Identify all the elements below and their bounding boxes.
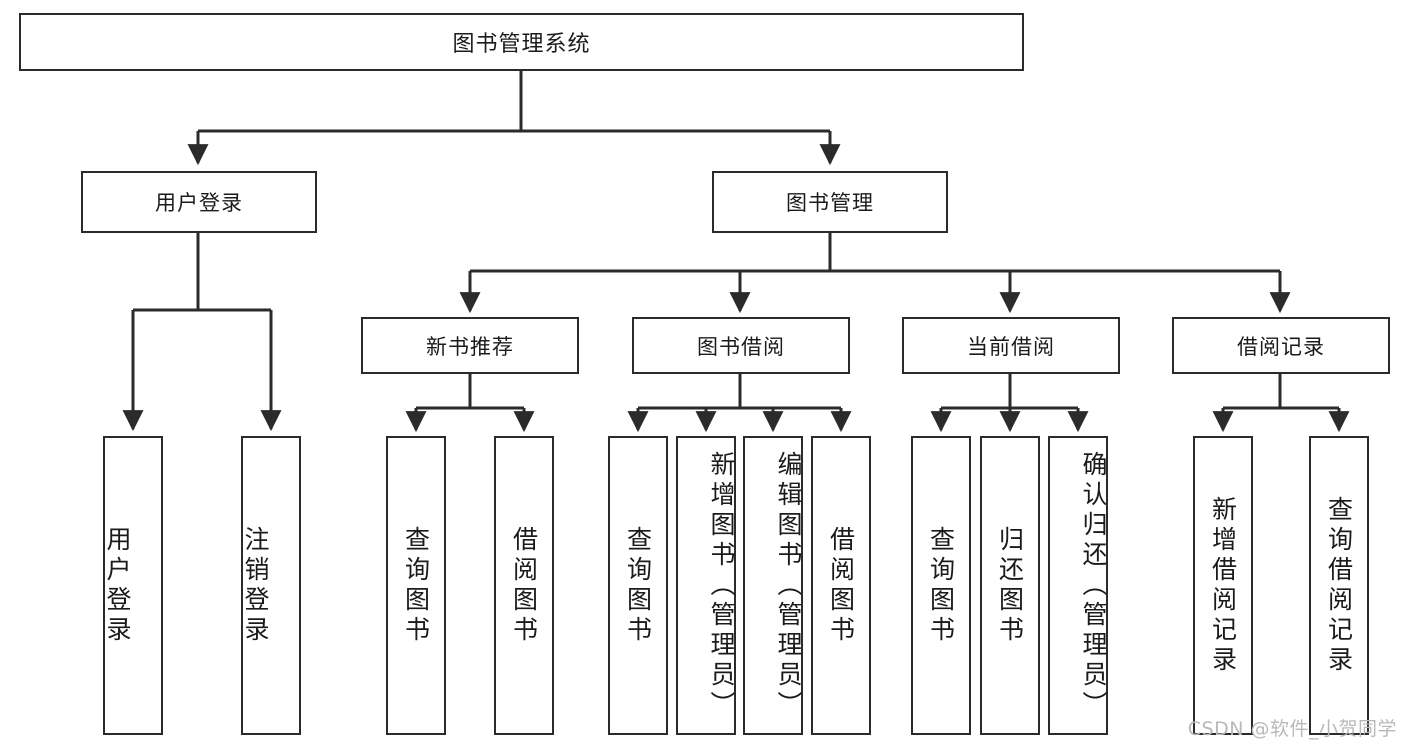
leaf-book-borrow-edit-book-admin[interactable]: 编辑图书（管理员） [743,436,803,735]
node-label: 注销登录 [241,525,270,646]
leaf-book-borrow-query-book[interactable]: 查询图书 [608,436,668,735]
node-label: 图书借阅 [697,334,785,359]
leaf-current-borrow-return-book[interactable]: 归还图书 [980,436,1040,735]
node-label: 查询图书 [623,525,653,646]
node-user-login[interactable]: 用户登录 [81,171,317,233]
node-label: 借阅图书 [509,525,539,646]
node-label: 当前借阅 [967,334,1055,359]
node-root-book-management-system[interactable]: 图书管理系统 [19,13,1024,71]
node-label: 图书管理系统 [452,32,591,57]
leaf-user-login-logout[interactable]: 注销登录 [241,436,301,735]
node-borrow-record[interactable]: 借阅记录 [1172,317,1390,374]
node-label: 确认归还（管理员） [1079,450,1108,721]
node-label: 查询借阅记录 [1324,495,1354,676]
leaf-new-book-borrow-book[interactable]: 借阅图书 [494,436,554,735]
leaf-new-book-query-book[interactable]: 查询图书 [386,436,446,735]
leaf-book-borrow-borrow-book[interactable]: 借阅图书 [811,436,871,735]
leaf-current-borrow-query-book[interactable]: 查询图书 [911,436,971,735]
leaf-borrow-record-add-record[interactable]: 新增借阅记录 [1193,436,1253,735]
leaf-user-login-login[interactable]: 用户登录 [103,436,163,735]
node-current-borrow[interactable]: 当前借阅 [902,317,1120,374]
node-label: 查询图书 [401,525,431,646]
node-label: 新书推荐 [426,334,514,359]
node-new-book-recommend[interactable]: 新书推荐 [361,317,579,374]
node-label: 借阅记录 [1237,334,1325,359]
node-label: 归还图书 [995,525,1025,646]
node-label: 图书管理 [786,191,874,215]
node-label: 新增借阅记录 [1208,495,1238,676]
node-book-management[interactable]: 图书管理 [712,171,948,233]
node-label: 用户登录 [155,191,243,215]
node-label: 新增图书（管理员） [707,450,736,721]
leaf-borrow-record-query-record[interactable]: 查询借阅记录 [1309,436,1369,735]
node-label: 用户登录 [103,525,132,646]
node-label: 借阅图书 [826,525,856,646]
node-book-borrow[interactable]: 图书借阅 [632,317,850,374]
leaf-book-borrow-add-book-admin[interactable]: 新增图书（管理员） [676,436,736,735]
node-label: 查询图书 [926,525,956,646]
node-label: 编辑图书（管理员） [774,450,803,721]
watermark: CSDN @软件_小贺同学 [1187,718,1397,740]
leaf-current-borrow-confirm-return-admin[interactable]: 确认归还（管理员） [1048,436,1108,735]
